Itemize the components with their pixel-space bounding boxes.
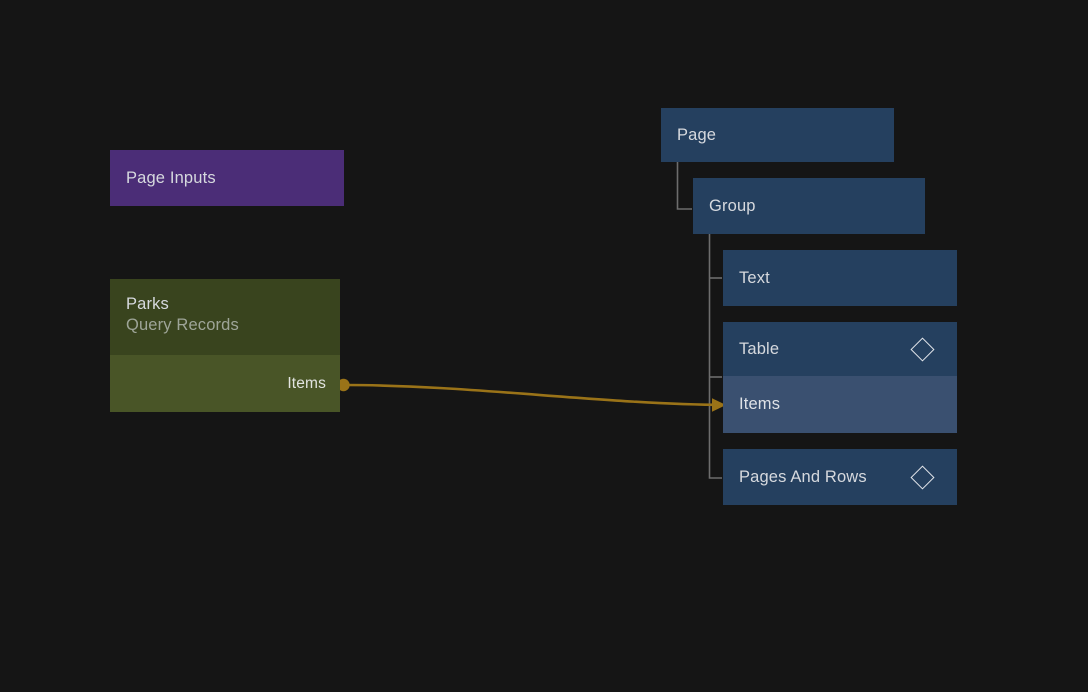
connection-parks-items-to-table-items[interactable] [344, 385, 726, 405]
node-parks-header: Parks Query Records [110, 279, 340, 355]
node-text-header: Text [723, 250, 957, 306]
node-page-header: Page [661, 108, 894, 162]
node-page-inputs[interactable]: Page Inputs [110, 150, 344, 206]
node-pages-and-rows[interactable]: Pages And Rows [723, 449, 957, 505]
diamond-icon[interactable] [910, 465, 934, 489]
node-group-title: Group [709, 196, 756, 217]
node-group[interactable]: Group [693, 178, 925, 234]
node-pages-and-rows-header: Pages And Rows [723, 449, 957, 505]
node-table[interactable]: Table Items [723, 322, 957, 433]
node-table-title: Table [739, 339, 779, 360]
node-parks-output-port-row[interactable]: Items [110, 355, 340, 412]
node-page-inputs-title: Page Inputs [126, 168, 216, 189]
node-table-input-port-row[interactable]: Items [723, 376, 957, 433]
node-parks-subtitle: Query Records [126, 315, 324, 336]
node-parks-title: Parks [126, 294, 324, 315]
node-text-title: Text [739, 268, 770, 289]
node-page-title: Page [677, 125, 716, 146]
node-parks-output-port-label: Items [287, 375, 326, 393]
node-pages-and-rows-title: Pages And Rows [739, 467, 867, 488]
tree-line-page-to-group [678, 162, 693, 209]
node-page-inputs-header: Page Inputs [110, 150, 344, 206]
node-text[interactable]: Text [723, 250, 957, 306]
node-table-input-port-label: Items [739, 395, 780, 414]
diamond-icon[interactable] [910, 337, 934, 361]
node-group-header: Group [693, 178, 925, 234]
tree-line-group-trunk [710, 234, 723, 478]
node-parks[interactable]: Parks Query Records Items [110, 279, 340, 412]
node-page[interactable]: Page [661, 108, 894, 162]
node-table-header: Table [723, 322, 957, 376]
